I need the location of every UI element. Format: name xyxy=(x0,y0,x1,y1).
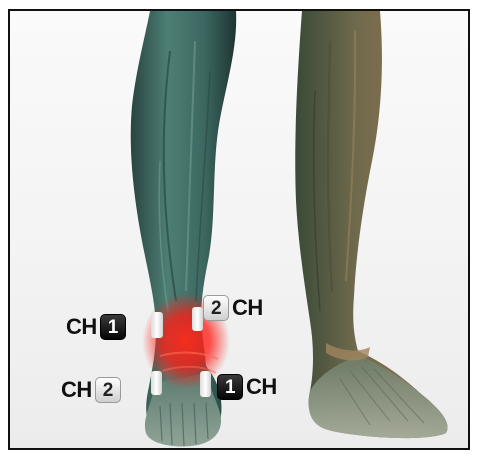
channel-number-badge: 2 xyxy=(203,295,229,321)
channel-label-ch2-left: CH 2 xyxy=(61,377,121,403)
figure-frame: CH 1 2 CH CH 2 1 CH xyxy=(8,9,470,450)
electrode-pad-lower-right xyxy=(200,371,211,397)
channel-number-badge: 1 xyxy=(217,374,243,400)
channel-number-badge: 2 xyxy=(95,377,121,403)
channel-prefix: CH xyxy=(66,316,97,338)
electrode-pad-upper-right xyxy=(192,307,203,331)
channel-number-badge: 1 xyxy=(100,314,126,340)
channel-label-ch2-right: 2 CH xyxy=(203,295,263,321)
electrode-pad-lower-left xyxy=(151,371,162,395)
channel-suffix: CH xyxy=(246,376,277,398)
channel-label-ch1-left: CH 1 xyxy=(66,314,126,340)
channel-label-ch1-right: 1 CH xyxy=(217,374,277,400)
channel-suffix: CH xyxy=(232,297,263,319)
electrode-pad-upper-left xyxy=(151,312,163,338)
channel-prefix: CH xyxy=(61,379,92,401)
